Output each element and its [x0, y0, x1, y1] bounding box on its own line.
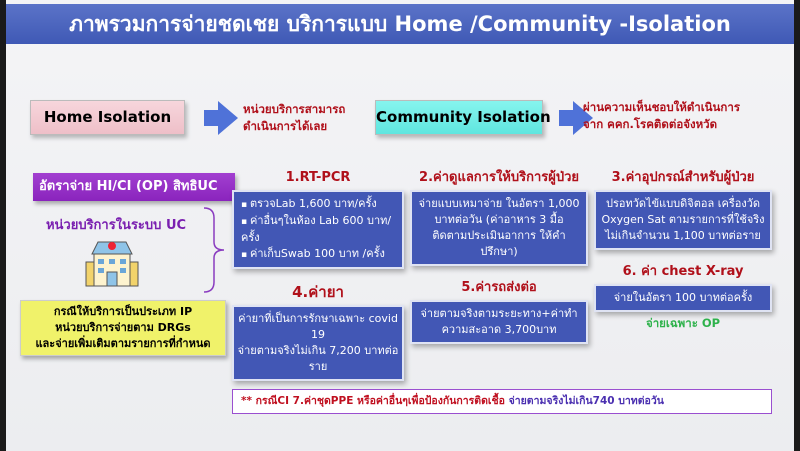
- community-isolation-box: Community Isolation: [375, 100, 551, 135]
- payment-items: 1.RT-PCR ตรวจLab 1,600 บาท/ครั้งค่าอื่นๆ…: [232, 170, 773, 414]
- note-line: ดำเนินการได้เลย: [243, 119, 328, 133]
- brace-icon: [203, 207, 225, 293]
- op-only-note: จ่ายเฉพาะ OP: [645, 316, 721, 330]
- payment-columns: 1.RT-PCR ตรวจLab 1,600 บาท/ครั้งค่าอื่นๆ…: [232, 170, 773, 381]
- hospital-icon: [85, 241, 139, 287]
- item-line: จ่ายแบบเหมาจ่าย ในอัตรา 1,000: [418, 197, 580, 210]
- item-line: ความสะอาด 3,700บาท: [441, 323, 557, 336]
- equipment-box: ปรอทวัดไข้แบบดิจิตอล เครื่องวัด Oxygen Sa…: [594, 190, 773, 250]
- item-title: 4.ค่ายา: [292, 283, 344, 301]
- home-note: หน่วยบริการสามารถดำเนินการได้เลย: [243, 101, 368, 135]
- item-title: 6. ค่า chest X-ray: [622, 264, 744, 279]
- slide-title: ภาพรวมการจ่ายชดเชย บริการแบบ Home /Commu…: [6, 4, 794, 44]
- item-line: ปรอทวัดไข้แบบดิจิตอล เครื่องวัด: [605, 197, 761, 210]
- ip-note-line: และจ่ายเพิ่มเติมตามรายการที่กำหนด: [35, 337, 211, 350]
- care-box: จ่ายแบบเหมาจ่าย ในอัตรา 1,000 บาทต่อวัน (…: [410, 190, 589, 266]
- footer-note: ** กรณีCI 7.ค่าชุดPPE หรือค่าอื่นๆเพื่อป…: [232, 389, 772, 414]
- item-line: จ่ายตามจริงไม่เกิน 7,200 บาทต่อราย: [237, 344, 399, 373]
- arrow-right-icon: [559, 101, 593, 135]
- column-3: 3.ค่าอุปกรณ์สำหรับผู้ป่วย ปรอทวัดไข้แบบด…: [594, 170, 773, 331]
- item-line: ตรวจLab 1,600 บาท/ครั้ง: [241, 196, 399, 213]
- note-line: จาก คคก.โรคติดต่อจังหวัด: [583, 117, 718, 131]
- item-title: 3.ค่าอุปกรณ์สำหรับผู้ป่วย: [611, 170, 755, 185]
- arrow-right-icon: [204, 101, 238, 135]
- item-title: 1.RT-PCR: [285, 170, 351, 185]
- unit-label: หน่วยบริการในระบบ UC: [45, 218, 187, 233]
- ip-note-line: กรณีให้บริการเป็นประเภท IP: [53, 305, 193, 318]
- item-line: บาทต่อวัน (ค่าอาหาร 3 มื้อ: [434, 213, 564, 226]
- item-line: Oxygen Sat ตามรายการที่ใช้จริง: [601, 213, 765, 226]
- note-line: ผ่านความเห็นชอบให้ดำเนินการ: [583, 100, 741, 114]
- footer-blue-text: จ่ายตามจริงไม่เกิน740 บาทต่อวัน: [508, 395, 664, 407]
- ip-note-line: หน่วยบริการจ่ายตาม DRGs: [55, 321, 191, 334]
- item-line: ค่าอื่นๆในห้อง Lab 600 บาท/ครั้ง: [241, 213, 399, 246]
- item-line: ค่าเก็บSwab 100 บาท /ครั้ง: [241, 246, 399, 263]
- rate-header: อัตราจ่าย HI/CI (OP) สิทธิUC: [33, 173, 235, 201]
- item-title: 5.ค่ารถส่งต่อ: [461, 280, 537, 295]
- note-line: หน่วยบริการสามารถ: [243, 102, 346, 116]
- ip-note-box: กรณีให้บริการเป็นประเภท IP หน่วยบริการจ่า…: [20, 300, 226, 356]
- column-2: 2.ค่าดูแลการให้บริการผู้ป่วย จ่ายแบบเหมา…: [410, 170, 589, 344]
- item-line: จ่ายในอัตรา 100 บาทต่อครั้ง: [613, 291, 753, 304]
- medicine-box: ค่ายาที่เป็นการรักษาเฉพาะ covid 19 จ่ายตา…: [232, 305, 405, 381]
- item-title: 2.ค่าดูแลการให้บริการผู้ป่วย: [419, 170, 580, 185]
- rt-pcr-box: ตรวจLab 1,600 บาท/ครั้งค่าอื่นๆในห้อง La…: [232, 190, 405, 269]
- item-line: ติดตามประเมินอาการ ให้คำปรึกษา): [432, 229, 566, 258]
- item-line: จ่ายตามจริงตามระยะทาง+ค่าทำ: [420, 307, 578, 320]
- xray-box: จ่ายในอัตรา 100 บาทต่อครั้ง: [594, 284, 773, 312]
- column-1: 1.RT-PCR ตรวจLab 1,600 บาท/ครั้งค่าอื่นๆ…: [232, 170, 405, 381]
- home-isolation-box: Home Isolation: [30, 100, 185, 135]
- item-line: ค่ายาที่เป็นการรักษาเฉพาะ covid 19: [238, 312, 398, 341]
- footer-red-text: ** กรณีCI 7.ค่าชุดPPE หรือค่าอื่นๆเพื่อป…: [241, 395, 505, 407]
- item-line: ไม่เกินจำนวน 1,100 บาทต่อราย: [605, 229, 761, 242]
- slide: ภาพรวมการจ่ายชดเชย บริการแบบ Home /Commu…: [6, 0, 794, 451]
- community-note: ผ่านความเห็นชอบให้ดำเนินการจาก คคก.โรคติ…: [583, 99, 788, 133]
- transfer-box: จ่ายตามจริงตามระยะทาง+ค่าทำความสะอาด 3,7…: [410, 300, 589, 344]
